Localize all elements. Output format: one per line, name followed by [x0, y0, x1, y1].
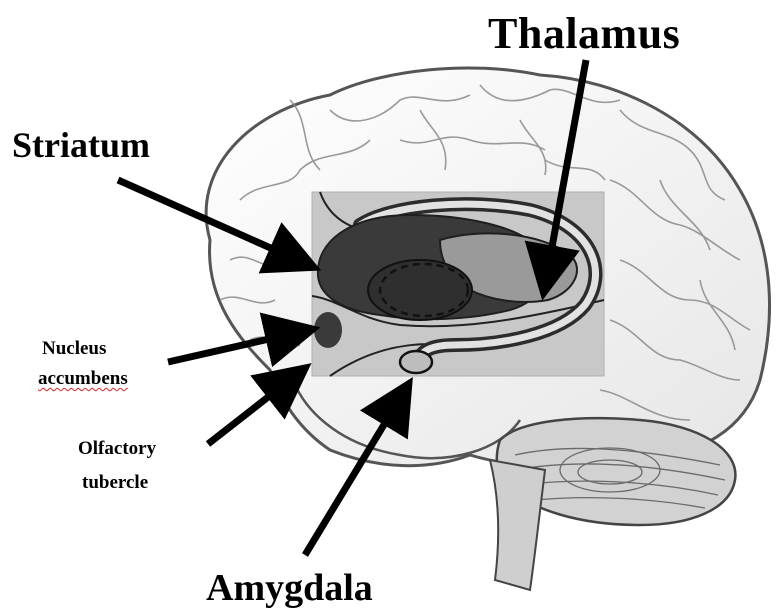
nucleus-accumbens-region	[314, 312, 342, 348]
arrow-olfactory	[208, 376, 295, 444]
label-nucleus-line1: Nucleus	[42, 338, 106, 359]
label-nucleus-line2: accumbens	[38, 368, 128, 389]
label-nucleus-accumbens: Nucleus accumbens	[42, 334, 128, 394]
label-amygdala: Amygdala	[206, 566, 373, 610]
amygdala-region	[400, 351, 432, 373]
label-olfactory-line2: tubercle	[82, 466, 156, 500]
label-olfactory-line1: Olfactory	[78, 438, 156, 459]
label-striatum: Striatum	[12, 124, 150, 166]
label-thalamus: Thalamus	[488, 8, 680, 59]
brainstem	[490, 460, 545, 590]
globus-pallidus	[368, 260, 472, 320]
label-olfactory-tubercle: Olfactory tubercle	[78, 432, 156, 500]
